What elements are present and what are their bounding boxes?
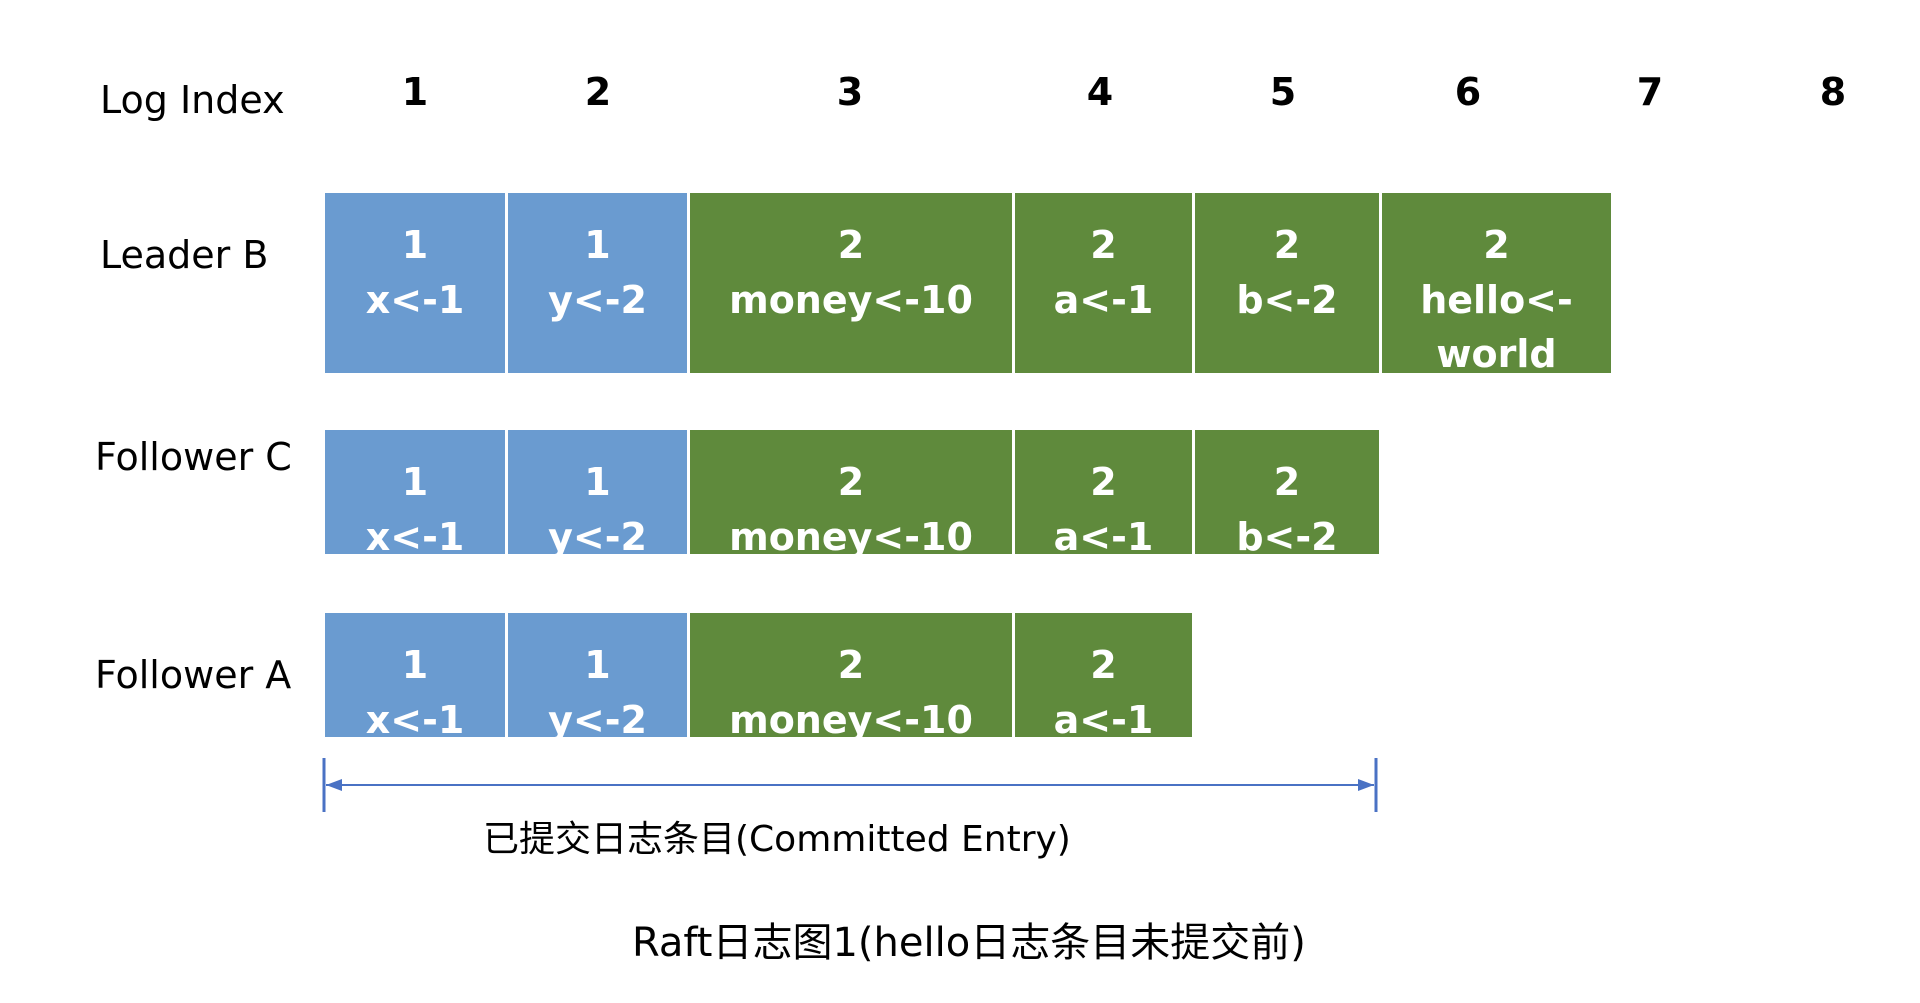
log-entry-3: 2 money<-10 bbox=[690, 430, 1012, 559]
entry-term: 1 bbox=[401, 223, 429, 267]
entry-command: y<-2 bbox=[548, 278, 647, 322]
row-label-leader-b: Leader B bbox=[100, 233, 269, 277]
log-entry-2: 1 y<-2 bbox=[508, 430, 687, 559]
log-entry-1: 1 x<-1 bbox=[325, 193, 505, 373]
entry-command: a<-1 bbox=[1053, 698, 1154, 742]
log-entry-4: 2 a<-1 bbox=[1015, 613, 1192, 742]
log-entry-1: 1 x<-1 bbox=[325, 430, 505, 559]
entry-term: 2 bbox=[837, 643, 865, 687]
log-entry-2: 1 y<-2 bbox=[508, 613, 687, 742]
entry-command: x<-1 bbox=[365, 515, 465, 559]
log-entry-4: 2 a<-1 bbox=[1015, 430, 1192, 559]
entry-term: 2 bbox=[1483, 223, 1510, 267]
log-index-1: 1 bbox=[401, 70, 429, 114]
entry-term: 2 bbox=[837, 223, 865, 267]
entry-command: money<-10 bbox=[729, 278, 973, 322]
log-entry-4: 2 a<-1 bbox=[1015, 193, 1192, 373]
entry-command: x<-1 bbox=[365, 278, 465, 322]
entry-term: 1 bbox=[401, 460, 429, 504]
log-entry-5: 2 b<-2 bbox=[1195, 193, 1379, 373]
entry-command: money<-10 bbox=[729, 698, 973, 742]
entry-command: a<-1 bbox=[1053, 278, 1154, 322]
log-index-3: 3 bbox=[836, 70, 864, 114]
entry-term: 2 bbox=[1090, 223, 1117, 267]
log-index-2: 2 bbox=[584, 70, 612, 114]
row-label-follower-a: Follower A bbox=[95, 653, 292, 697]
log-entry-3: 2 money<-10 bbox=[690, 193, 1012, 373]
figure-caption: Raft日志图1(hello日志条目未提交前) bbox=[632, 920, 1306, 966]
entry-term: 2 bbox=[837, 460, 865, 504]
entry-term: 2 bbox=[1273, 460, 1301, 504]
log-index-label: Log Index bbox=[100, 78, 285, 122]
log-index-5: 5 bbox=[1269, 70, 1297, 114]
log-entry-6: 2 hello<- world bbox=[1382, 193, 1611, 376]
log-index-7: 7 bbox=[1636, 70, 1664, 114]
entry-command: y<-2 bbox=[548, 515, 647, 559]
entry-command: b<-2 bbox=[1236, 515, 1338, 559]
row-label-follower-c: Follower C bbox=[95, 435, 292, 479]
entry-command: x<-1 bbox=[365, 698, 465, 742]
log-entry-3: 2 money<-10 bbox=[690, 613, 1012, 742]
entry-command: a<-1 bbox=[1053, 515, 1154, 559]
entry-term: 2 bbox=[1090, 460, 1117, 504]
entry-term: 1 bbox=[584, 643, 611, 687]
entry-command: y<-2 bbox=[548, 698, 647, 742]
committed-range-arrow bbox=[322, 758, 1378, 812]
committed-entry-label: 已提交日志条目(Committed Entry) bbox=[483, 819, 1071, 860]
log-index-4: 4 bbox=[1086, 70, 1114, 114]
entry-term: 1 bbox=[584, 223, 611, 267]
entry-term: 1 bbox=[584, 460, 611, 504]
entry-term: 2 bbox=[1273, 223, 1301, 267]
entry-command: b<-2 bbox=[1236, 278, 1338, 322]
log-entry-1: 1 x<-1 bbox=[325, 613, 505, 742]
entry-term: 2 bbox=[1090, 643, 1117, 687]
log-index-6: 6 bbox=[1454, 70, 1482, 114]
log-index-8: 8 bbox=[1819, 70, 1847, 114]
log-entry-2: 1 y<-2 bbox=[508, 193, 687, 373]
entry-command: money<-10 bbox=[729, 515, 973, 559]
entry-term: 1 bbox=[401, 643, 429, 687]
log-entry-5: 2 b<-2 bbox=[1195, 430, 1379, 559]
entry-command: hello<- world bbox=[1420, 278, 1573, 376]
